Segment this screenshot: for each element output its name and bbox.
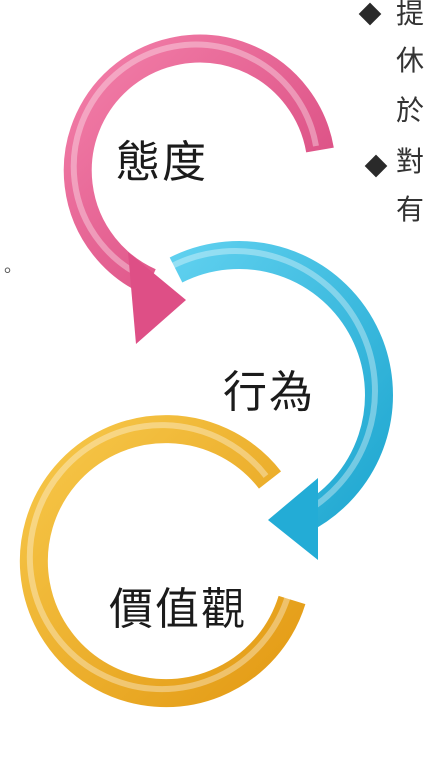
values-arrow <box>19 415 306 708</box>
attitude-arrow <box>63 34 334 344</box>
attitude-label: 態度 <box>116 137 208 188</box>
bullet-1-line-1: 提 <box>396 0 425 30</box>
bullet-1-line-2: 休 <box>396 44 425 77</box>
bullet-2-line-1: 對 <box>396 145 425 178</box>
values-label: 價值觀 <box>109 584 247 635</box>
bullet-2-line-2: 有 <box>396 193 425 226</box>
stray-period: 。 <box>4 256 22 277</box>
bullet-1-line-3: 於 <box>396 94 425 127</box>
behavior-label: 行為 <box>223 367 315 418</box>
behavior-arrow <box>169 241 393 560</box>
